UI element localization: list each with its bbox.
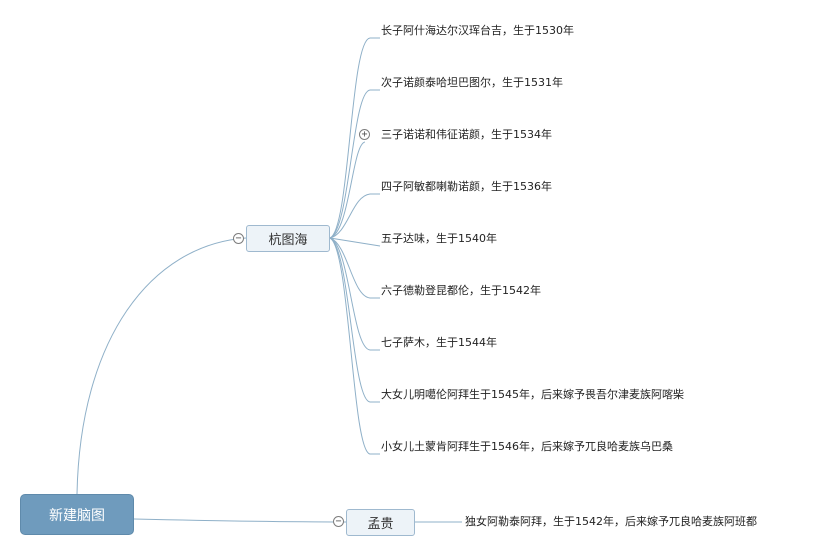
connector-root-menggui [133, 518, 347, 523]
connector-child-1 [329, 37, 380, 239]
branch-node-hangtuhai[interactable]: 杭图海 [246, 225, 330, 252]
collapse-toggle-icon[interactable]: − [233, 233, 244, 244]
expand-toggle-icon[interactable]: + [359, 129, 370, 140]
connector-child-5 [329, 237, 381, 247]
leaf-node[interactable]: 小女儿土蒙肯阿拜生于1546年，后来嫁予兀良哈麦族乌巴桑 [381, 440, 673, 453]
connector-child-8 [329, 237, 380, 403]
connector-child-4 [329, 193, 380, 239]
leaf-node[interactable]: 三子诺诺和伟征诺颜，生于1534年 [381, 128, 552, 141]
leaf-node[interactable]: 五子达味，生于1540年 [381, 232, 497, 245]
connector-child-3 [329, 141, 366, 239]
leaf-node[interactable]: 六子德勒登昆都伦，生于1542年 [381, 284, 541, 297]
root-node[interactable]: 新建脑图 [20, 494, 134, 535]
connector-child-9 [329, 237, 380, 455]
leaf-node[interactable]: 次子诺颜泰哈坦巴图尔，生于1531年 [381, 76, 563, 89]
connector-root-hangtuhai [76, 237, 247, 495]
branch-node-menggui[interactable]: 孟贵 [346, 509, 415, 536]
connector-child-2 [329, 89, 380, 239]
leaf-node[interactable]: 七子萨木，生于1544年 [381, 336, 497, 349]
connector-child-6 [329, 237, 380, 299]
connector-child-7 [329, 237, 380, 351]
leaf-node[interactable]: 独女阿勒泰阿拜，生于1542年，后来嫁予兀良哈麦族阿班都 [465, 515, 757, 528]
leaf-node[interactable]: 四子阿敏都喇勒诺颜，生于1536年 [381, 180, 552, 193]
leaf-node[interactable]: 大女儿明噶伦阿拜生于1545年，后来嫁予畏吾尔津麦族阿喀柴 [381, 388, 684, 401]
leaf-node[interactable]: 长子阿什海达尔汉珲台吉，生于1530年 [381, 24, 574, 37]
collapse-toggle-icon[interactable]: − [333, 516, 344, 527]
